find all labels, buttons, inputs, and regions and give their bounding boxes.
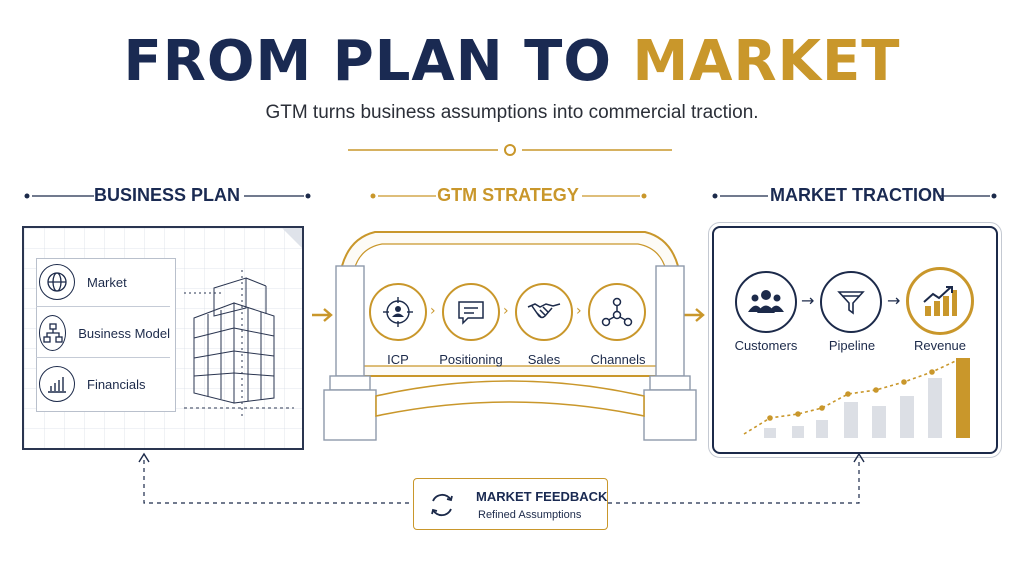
gtm-strategy-heading: GTM STRATEGY (437, 185, 579, 205)
market-traction-heading-rule (712, 193, 997, 199)
title-divider (348, 144, 672, 156)
refresh-icon (426, 489, 458, 525)
traction-step-label-pipeline: Pipeline (828, 338, 876, 353)
chevron-right-icon: › (503, 303, 509, 319)
market-traction-heading: MARKET TRACTION (770, 185, 945, 205)
feedback-loop-lines (138, 452, 865, 504)
network-icon (588, 283, 646, 341)
growth-bar (816, 420, 828, 438)
gtm-step-label-icp: ICP (387, 352, 409, 367)
business-plan-item-label: Financials (87, 376, 146, 392)
message-icon (442, 283, 500, 341)
market-feedback-box: MARKET FEEDBACK Refined Assumptions (413, 478, 608, 530)
growth-bar (792, 426, 804, 438)
funnel-icon (820, 271, 882, 333)
growth-point (795, 411, 801, 417)
growth-bar (928, 378, 942, 438)
business-plan-item-label: Business Model (78, 325, 170, 341)
gtm-strategy-heading-rule (370, 193, 647, 199)
org-chart-icon (39, 315, 67, 351)
traction-step-label-customers: Customers (734, 338, 798, 353)
growth-chart-icon (906, 267, 974, 335)
business-plan-item-business-model: Business Model (36, 309, 170, 358)
growth-illustration (743, 357, 970, 438)
business-plan-item-label: Market (87, 274, 127, 290)
bar-chart-icon (39, 366, 75, 402)
building-sketch (184, 270, 294, 416)
feedback-title: MARKET FEEDBACK (476, 489, 608, 504)
growth-bar (900, 396, 914, 438)
handshake-icon (515, 283, 573, 341)
growth-bar (872, 406, 886, 438)
business-plan-item-financials: Financials (36, 360, 170, 408)
title-main: FROM PLAN TO (123, 29, 612, 94)
business-plan-heading-rule (24, 193, 311, 199)
title-accent: MARKET (632, 29, 901, 94)
gtm-step-label-channels: Channels (590, 352, 646, 367)
growth-bar (844, 402, 858, 438)
page-subtitle: GTM turns business assumptions into comm… (265, 102, 759, 123)
growth-point (929, 369, 935, 375)
growth-bar (764, 428, 776, 438)
growth-point (845, 391, 851, 397)
people-icon (735, 271, 797, 333)
growth-point (873, 387, 879, 393)
growth-point (767, 415, 773, 421)
gtm-step-label-positioning: Positioning (439, 352, 503, 367)
arrow-right-icon: → (801, 291, 815, 310)
arrow-right-icon (684, 308, 705, 322)
arrow-right-icon: → (887, 291, 901, 310)
gtm-bridge-frame (323, 231, 697, 441)
traction-step-label-revenue: Revenue (913, 338, 967, 353)
arrow-right-icon (312, 308, 333, 322)
growth-bar-highlight (956, 358, 970, 438)
business-plan-heading: BUSINESS PLAN (93, 185, 241, 205)
globe-icon (39, 264, 75, 300)
business-plan-item-market: Market (36, 258, 170, 307)
feedback-subtitle: Refined Assumptions (478, 509, 582, 521)
gtm-step-label-sales: Sales (527, 352, 561, 367)
growth-point (819, 405, 825, 411)
growth-point (901, 379, 907, 385)
page-title: FROM PLAN TO MARKET (0, 26, 1024, 98)
chevron-right-icon: › (430, 303, 436, 319)
target-person-icon (369, 283, 427, 341)
chevron-right-icon: › (576, 303, 582, 319)
